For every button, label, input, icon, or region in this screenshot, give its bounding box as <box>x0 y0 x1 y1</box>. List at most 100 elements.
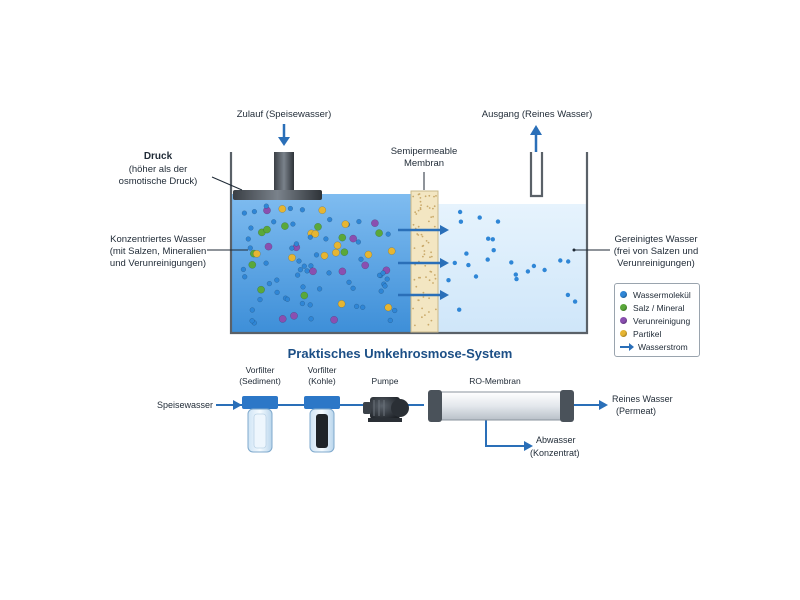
water-molecule <box>452 260 457 266</box>
membrane-pore <box>425 276 427 278</box>
pressure-title: Druck <box>144 151 173 162</box>
membrane-pore <box>422 255 424 258</box>
pump-label: Pumpe <box>372 376 399 386</box>
particle <box>281 222 289 230</box>
membrane-pore <box>432 207 434 210</box>
water-molecule <box>477 215 482 220</box>
particle <box>264 242 273 251</box>
particle <box>323 236 329 242</box>
waste-pipe <box>485 420 525 447</box>
particle <box>266 280 273 287</box>
pump <box>363 397 409 422</box>
tank-left-water <box>232 194 412 332</box>
particle <box>278 315 287 323</box>
particle <box>249 318 255 324</box>
membrane-pore <box>434 277 437 280</box>
water-molecule <box>457 209 463 215</box>
particle <box>371 219 379 228</box>
particle <box>257 285 265 294</box>
membrane-pore <box>433 225 436 228</box>
membrane-pore <box>428 297 430 300</box>
purified-molecules <box>446 209 578 312</box>
membrane-pore <box>428 194 431 197</box>
particle <box>360 304 366 310</box>
particle <box>248 225 254 231</box>
membrane-pore <box>413 247 416 250</box>
prefilter1-label-2: (Sediment) <box>239 376 281 386</box>
particle <box>326 270 332 276</box>
particle <box>376 272 383 278</box>
membrane-pore <box>430 251 432 254</box>
membrane-pore <box>412 307 414 310</box>
membrane-pore <box>428 311 430 313</box>
particle <box>358 256 364 262</box>
membrane-pore <box>427 323 430 326</box>
particle <box>333 241 342 250</box>
membrane-pore <box>418 276 420 279</box>
particle <box>353 303 360 310</box>
pressure-leader <box>211 176 243 191</box>
membrane-pore <box>430 319 433 322</box>
particle <box>338 267 347 276</box>
particle <box>375 229 383 237</box>
legend-label: Wassermolekül <box>633 289 691 300</box>
particle <box>392 307 398 314</box>
membrane-pore <box>413 278 416 281</box>
particle <box>288 253 296 262</box>
particle <box>384 303 393 312</box>
membrane-pore <box>419 207 422 209</box>
pressure-sub-1: (höher als der <box>129 164 188 175</box>
water-molecule <box>525 269 531 274</box>
water-molecule <box>490 237 495 242</box>
water-molecule <box>514 276 519 282</box>
ro-membrane-label: RO-Membran <box>469 376 521 386</box>
tank-right-water <box>438 204 586 332</box>
legend-item-impurity: Verunreinigung <box>620 314 694 327</box>
membrane-pore <box>422 296 425 298</box>
legend-item-salt: Salz / Mineral <box>620 301 694 314</box>
membrane-pore <box>433 195 435 198</box>
particle <box>252 249 261 258</box>
particle <box>330 315 338 324</box>
membrane-pore <box>428 220 430 223</box>
particle <box>316 286 323 292</box>
particle-icon <box>620 330 627 337</box>
particle <box>245 236 251 242</box>
particle <box>248 260 257 269</box>
membrane-pore <box>417 193 420 196</box>
particle <box>300 291 309 300</box>
particle <box>382 283 388 289</box>
particle <box>294 272 301 278</box>
membrane-pore <box>430 216 433 219</box>
particle <box>278 205 287 213</box>
particle <box>297 267 304 273</box>
legend-label: Wasserstrom <box>638 341 688 352</box>
water-molecule-icon <box>620 291 627 298</box>
particle <box>308 316 314 322</box>
particle <box>350 285 356 291</box>
purified-label-3: Verunreinigungen) <box>617 258 695 269</box>
particle <box>314 222 322 231</box>
water-molecule <box>495 219 501 224</box>
legend-label: Salz / Mineral <box>633 302 685 313</box>
ro-system <box>216 390 608 453</box>
outlet-label: Ausgang (Reines Wasser) <box>482 109 593 120</box>
membrane-pore <box>416 233 419 235</box>
membrane-pore <box>423 250 426 252</box>
particle <box>293 241 300 247</box>
membrane-pore <box>423 253 426 256</box>
particle <box>290 221 296 227</box>
water-molecule <box>565 292 571 298</box>
membrane-pore <box>424 314 426 316</box>
legend-label: Partikel <box>633 328 662 339</box>
particle <box>271 219 277 225</box>
particle <box>337 300 346 308</box>
membrane-pore <box>432 215 434 218</box>
water-molecule <box>473 274 479 279</box>
membrane-pore <box>414 324 416 327</box>
particle <box>263 260 269 266</box>
particle <box>385 231 391 237</box>
particle <box>341 220 350 229</box>
membrane-pore <box>420 204 422 207</box>
